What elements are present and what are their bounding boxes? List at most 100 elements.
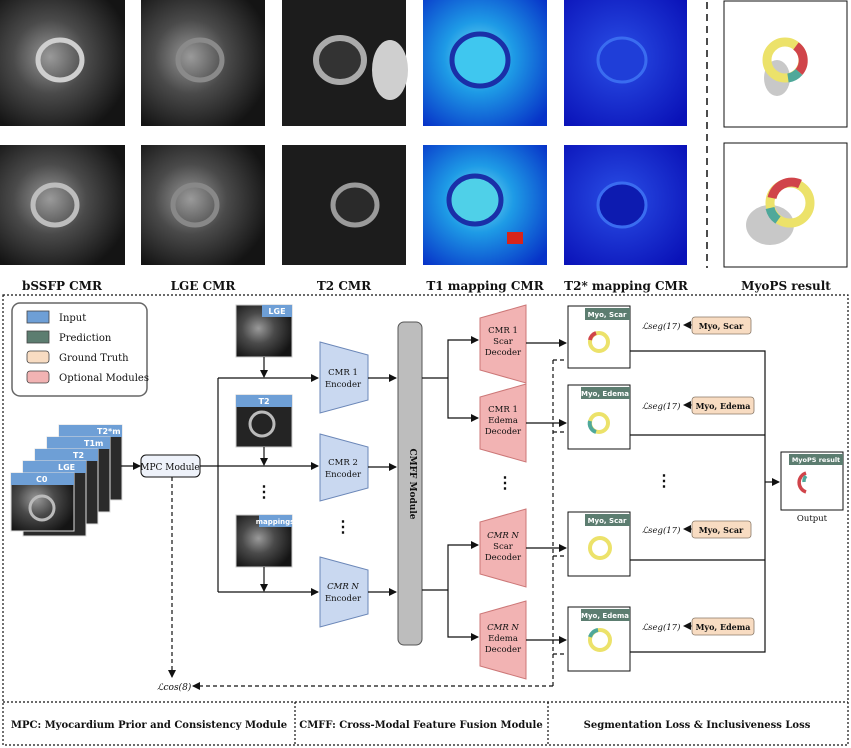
prediction-1-myo [588,331,610,353]
myops-blood-pool-2 [746,205,794,245]
loss-and-ground-truth: ℒseg(17) Myo, Scar ℒseg(17) Myo, Edema ℒ… [642,316,755,636]
gt-label-4: Myo, Edema [696,622,751,632]
encoder-1-line2: Encoder [325,380,362,390]
label-t2star-mapping: T2* mapping CMR [564,279,689,293]
stack-label-lge: LGE [58,463,75,472]
prediction-1-scar [588,331,597,341]
legend-label-optional: Optional Modules [59,373,149,384]
stack-tab-lge [23,461,86,473]
encoder-n [319,556,369,628]
encoders: CMR 1 Encoder CMR 2 Encoder ⋮ CMR N Enco… [319,341,369,628]
output-label: Output [797,514,828,524]
t2-heart-2 [330,182,380,228]
bssfp-heart-1 [35,37,85,83]
prediction-box-3-header [585,514,630,526]
t1-heart-1 [449,31,511,89]
encoder-n-line2: Encoder [325,594,362,604]
legend-label-prediction: Prediction [59,333,112,344]
cmr-input-lge-tab [262,305,292,317]
prediction-4-myo [588,628,612,652]
decoder-n-scar-l1: CMR N [487,531,519,541]
lge-image-1 [141,0,265,126]
prediction-box-4-title: Myo, Edema [581,612,629,620]
stack-tab-t2m [59,425,122,437]
label-myops-result: MyoPS result [741,279,831,293]
gt-label-3: Myo, Scar [699,525,744,535]
t1-heart-2 [446,173,504,227]
encoder-to-cmff-arrows [368,374,397,596]
t2star-heart-2 [596,181,648,229]
cmr-input-ellipsis: ⋮ [256,482,272,501]
cmr-input-t2-label: T2 [258,397,269,406]
prediction-2-edema [587,420,597,434]
legend-label-input: Input [59,313,86,324]
gt-box-4 [691,617,755,636]
mpc-to-encoder-connectors [200,374,319,596]
cos-loss-return-path [192,359,567,690]
decoder-n-edema-l2: Edema [488,634,518,644]
decoder-1-scar-l1: CMR 1 [488,326,518,336]
output-result-header [789,454,843,465]
myops-scar-2 [767,177,802,200]
input-stack: T2*m T1m T2 LGE C0 [10,424,123,537]
stack-c0-heart [28,494,56,522]
prediction-4-edema [588,628,599,638]
stack-label-c0: C0 [36,475,48,484]
top-image-grid [0,0,848,268]
stack-tab-c0 [11,473,74,485]
encoder-2-line1: CMR 2 [328,458,358,468]
gt-box-3 [691,520,752,539]
lge-heart-2 [170,182,220,228]
label-t1-mapping: T1 mapping CMR [426,279,544,293]
loss-cos-label: ℒcos(8) [157,682,192,693]
cmr-input-t2-heart [248,410,276,438]
cmr-input-images: LGE T2 ⋮ mappings [235,304,294,592]
lge-heart-1 [175,37,225,83]
bssfp-image-2 [0,145,125,265]
prediction-to-output-connectors [630,350,780,653]
t2-bright-region [372,40,408,100]
loss-seg-1: ℒseg(17) [642,321,680,332]
decoder-1-edema-l1: CMR 1 [488,405,518,415]
t2-heart-1 [313,35,367,85]
decoder-1-scar-l2: Scar [493,337,514,347]
loss-seg-4: ℒseg(17) [642,622,680,633]
decoder-1-scar [479,304,527,384]
stack-tab-t2 [35,449,98,461]
legend-swatch-input [26,310,50,324]
output-edema [802,474,808,483]
cmr-input-lge-label: LGE [268,307,285,316]
decoder-1-edema [479,383,527,463]
encoder-n-line1: CMR N [327,582,359,592]
caption-cmff: CMFF: Cross-Modal Feature Fusion Module [299,720,542,731]
encoder-1-line1: CMR 1 [328,368,358,378]
lge-image-2 [141,145,265,265]
prediction-ellipsis: ⋮ [656,471,672,490]
decoder-n-edema-l3: Decoder [485,645,522,655]
encoder-1 [319,341,369,414]
bssfp-image-1 [0,0,125,126]
prediction-box-2-header [581,387,630,399]
decoders: CMR 1 Scar Decoder CMR 1 Edema Decoder ⋮… [479,304,527,680]
myops-result-box-1 [723,0,848,128]
t2star-heart-1 [596,36,648,84]
decoder-1-edema-l2: Edema [488,416,518,426]
output-result-title: MyoPS result [792,456,840,464]
decoder-1-edema-l3: Decoder [485,427,522,437]
legend-swatch-optional [26,370,50,384]
legend-label-ground-truth: Ground Truth [59,353,129,364]
cmff-module-label: CMFF Module [407,449,417,520]
loss-seg-2: ℒseg(17) [642,401,680,412]
encoder-2 [319,433,369,502]
framework-frame [2,294,849,746]
myops-edema-2 [765,206,781,224]
stack-label-t2: T2 [73,451,84,460]
decoder-n-edema-l1: CMR N [487,623,519,633]
t1-red-spot [507,232,523,244]
stack-label-t1m: T1m [84,439,103,448]
gt-box-1 [691,316,752,335]
myops-result-box-2 [723,142,848,268]
prediction-box-1-title: Myo, Scar [588,311,627,319]
cmr-input-t2-tab [236,395,292,407]
